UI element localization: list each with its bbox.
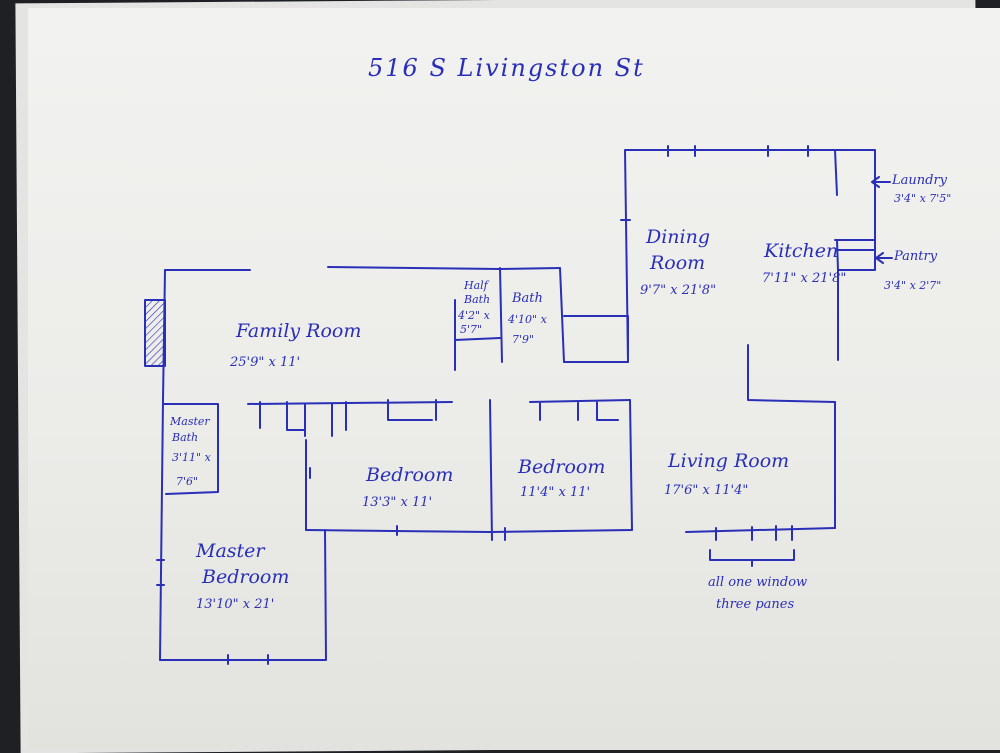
master-bath-dims-1: 3'11" x (172, 451, 211, 464)
window-note-line-2: three panes (716, 597, 795, 612)
ticks-bottom-bedrooms (396, 525, 506, 541)
pantry-arrow (875, 252, 893, 264)
kitchen-name: Kitchen (764, 240, 839, 262)
laundry-arrow (871, 176, 891, 188)
laundry-name: Laundry (892, 173, 948, 188)
dining-room-name-1: Dining (646, 226, 711, 248)
half-bath-dims-1: 4'2" x (458, 309, 490, 322)
half-bath-dims-2: 5'7" (460, 323, 483, 336)
kitchen-island (747, 344, 836, 403)
closet-ticks (259, 399, 437, 437)
wall-bottom-bedrooms (305, 529, 633, 533)
bath-dims-2: 7'9" (512, 333, 535, 346)
family-room-dims: 25'9" x 11' (230, 355, 301, 370)
half-bath-name-2: Bath (464, 293, 491, 306)
living-room-bottom-wall (685, 527, 836, 533)
dining-room-name-2: Room (650, 252, 706, 274)
pantry-dims: 3'4" x 2'7" (884, 279, 942, 292)
paper-sheet (28, 8, 1000, 750)
living-room-name: Living Room (668, 450, 790, 472)
bedroom-1-name: Bedroom (366, 464, 454, 486)
ticks-left-master (156, 559, 165, 586)
kitchen-dims: 7'11" x 21'8" (762, 271, 847, 286)
bath-dims-1: 4'10" x (508, 313, 547, 326)
window-note-line-1: all one window (708, 575, 808, 590)
master-bath-name-2: Bath (172, 431, 199, 444)
wall-bedroom-divider (489, 399, 493, 541)
living-room-dims: 17'6" x 11'4" (664, 483, 749, 498)
bath-name: Bath (512, 291, 543, 306)
half-bath-wall (454, 299, 501, 371)
master-bedroom-name-2: Bedroom (202, 566, 290, 588)
dining-room-dims: 9'7" x 21'8" (640, 283, 717, 298)
ticks-bottom-master (227, 654, 269, 665)
master-bath-dims-2: 7'6" (176, 475, 199, 488)
bedroom-2-name: Bedroom (518, 456, 606, 478)
master-bedroom-dims: 13'10" x 21' (196, 597, 275, 612)
bath-wall (499, 267, 565, 363)
master-bedroom-name-1: Master (196, 540, 265, 562)
wall-left (159, 269, 166, 661)
bedroom-2-dims: 11'4" x 11' (520, 485, 591, 500)
laundry-divider (834, 149, 876, 271)
half-bath-name-1: Half (464, 279, 488, 292)
ticks-top (667, 145, 809, 157)
wall-top-mid (327, 266, 561, 270)
laundry-wall (834, 149, 876, 241)
family-room-name: Family Room (236, 320, 362, 342)
pantry-name: Pantry (894, 249, 938, 264)
bedroom-1-dims: 13'3" x 11' (362, 495, 433, 510)
chimney-hatch (144, 299, 166, 367)
wall-bottom-master (159, 529, 327, 661)
window-ticks (715, 525, 793, 541)
master-bath-wall (163, 403, 219, 495)
laundry-dims: 3'4" x 7'5" (894, 192, 952, 205)
wall-bedroom2-right (629, 399, 633, 531)
plan-title: 516 S Livingston St (368, 54, 645, 82)
master-bath-name-1: Master (170, 415, 210, 428)
wall-right-upper (624, 149, 836, 363)
window-bracket (709, 549, 795, 567)
hall-closet (563, 315, 629, 363)
wall-hallway (247, 401, 453, 405)
bedroom2-closets (529, 399, 631, 421)
